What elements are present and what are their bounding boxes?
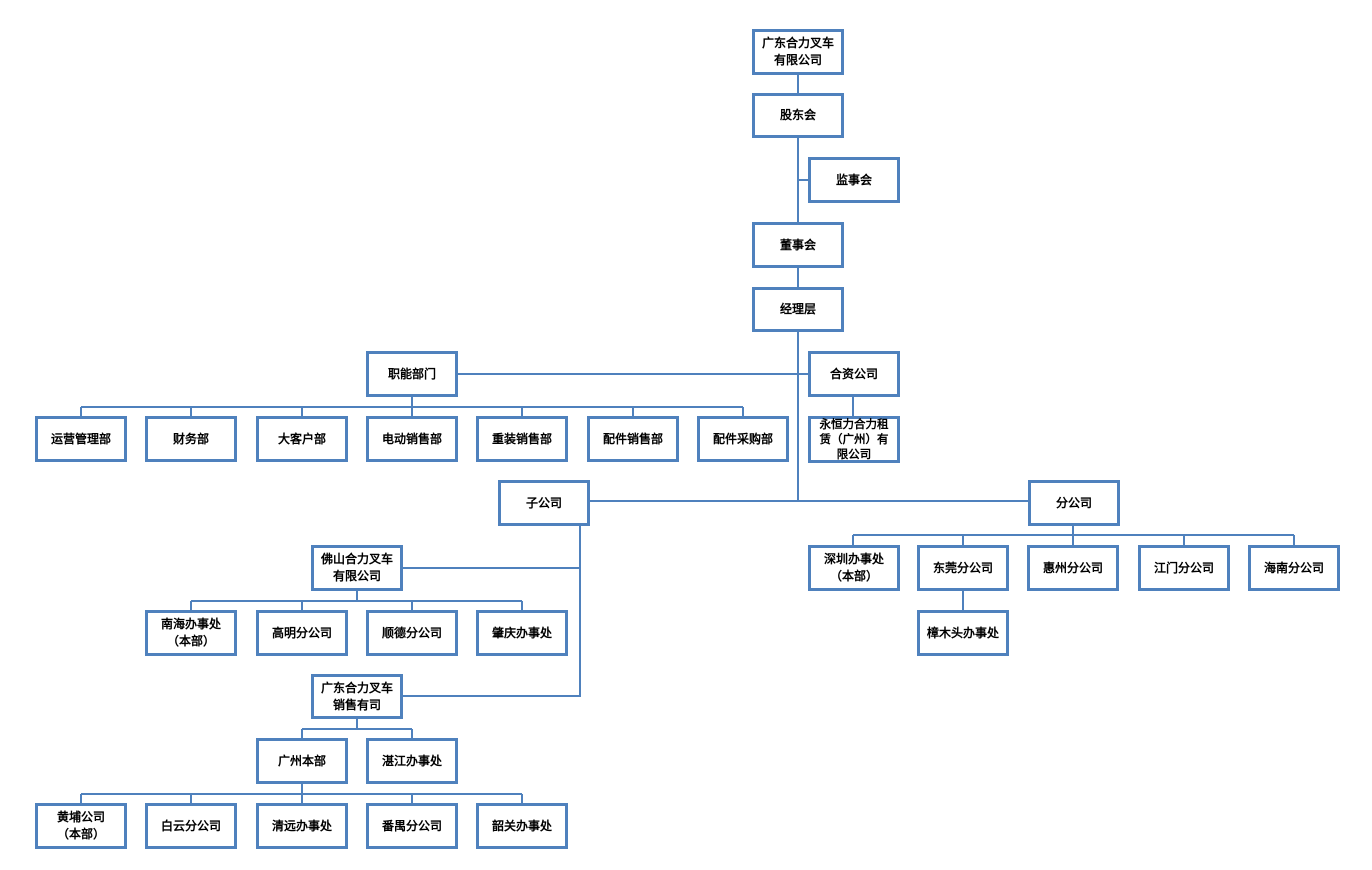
node-label: 合资公司 [829,366,878,381]
node-shenzhen-office: 深圳办事处 （本部） [808,545,900,591]
node-label: 监事会 [835,172,872,187]
node-label: 清远办事处 [271,818,332,833]
node-foshan-company: 佛山合力叉车 有限公司 [311,545,403,591]
node-label: 运营管理部 [50,431,111,446]
node-label: 樟木头办事处 [926,625,999,640]
node-label: 重装销售部 [491,431,552,446]
node-label: 子公司 [525,495,562,510]
node-board-of-directors: 董事会 [752,222,844,268]
node-joint-venture: 合资公司 [808,351,900,397]
node-label: 番禺分公司 [381,818,442,833]
node-label: 黄埔公司 （本部） [56,810,105,841]
node-label: 永恒力合力租 赁（广州）有 限公司 [819,417,889,461]
node-branches: 分公司 [1028,480,1120,526]
node-dongguan-branch: 东莞分公司 [917,545,1009,591]
node-shareholders-meeting: 股东会 [752,93,844,138]
node-label: 南海办事处 （本部） [160,617,221,648]
node-label: 职能部门 [387,366,436,381]
node-label: 深圳办事处 （本部） [823,552,884,583]
node-label: 配件采购部 [712,431,773,446]
node-label: 佛山合力叉车 有限公司 [320,552,393,583]
node-label: 分公司 [1055,495,1092,510]
node-root-company: 广东合力叉车 有限公司 [752,29,844,75]
node-huizhou-branch: 惠州分公司 [1027,545,1119,591]
node-shaoguan-office: 韶关办事处 [476,803,568,849]
node-gaoming-branch: 高明分公司 [256,610,348,656]
node-guangzhou-hq: 广州本部 [256,738,348,784]
node-dept-heavy-sales: 重装销售部 [476,416,568,462]
node-label: 惠州分公司 [1042,560,1103,575]
node-label: 广州本部 [277,753,326,768]
node-dept-key-account: 大客户部 [256,416,348,462]
node-dept-electric-sales: 电动销售部 [366,416,458,462]
node-label: 韶关办事处 [491,818,552,833]
node-label: 海南分公司 [1263,560,1324,575]
node-zhaoqing-office: 肇庆办事处 [476,610,568,656]
node-label: 配件销售部 [602,431,663,446]
node-label: 财务部 [172,431,209,446]
node-label: 湛江办事处 [381,753,442,768]
node-label: 广东合力叉车 有限公司 [761,36,834,67]
node-dept-parts-purchase: 配件采购部 [697,416,789,462]
node-label: 广东合力叉车 销售有司 [320,680,393,712]
node-jiangmen-branch: 江门分公司 [1138,545,1230,591]
node-functional-departments: 职能部门 [366,351,458,397]
node-label: 白云分公司 [160,818,221,833]
node-label: 股东会 [779,108,816,122]
node-label: 肇庆办事处 [491,625,552,640]
node-supervisory-board: 监事会 [808,157,900,203]
node-dept-finance: 财务部 [145,416,237,462]
node-dept-parts-sales: 配件销售部 [587,416,679,462]
node-management: 经理层 [752,287,844,332]
node-label: 电动销售部 [381,431,442,446]
node-yongheng-leasing: 永恒力合力租 赁（广州）有 限公司 [808,416,900,463]
node-label: 大客户部 [277,431,326,446]
node-zhangmutou-office: 樟木头办事处 [917,610,1009,656]
node-guangdong-sales-company: 广东合力叉车 销售有司 [311,674,403,719]
node-qingyuan-office: 清远办事处 [256,803,348,849]
node-nanhai-office: 南海办事处 （本部） [145,610,237,656]
node-label: 高明分公司 [271,625,332,640]
node-shunde-branch: 顺德分公司 [366,610,458,656]
node-baiyun-branch: 白云分公司 [145,803,237,849]
node-subsidiaries: 子公司 [498,480,590,526]
node-label: 顺德分公司 [381,625,442,640]
node-label: 经理层 [779,302,816,316]
node-label: 董事会 [779,237,816,252]
node-label: 江门分公司 [1153,560,1214,575]
node-dept-operations: 运营管理部 [35,416,127,462]
node-zhanjiang-office: 湛江办事处 [366,738,458,784]
node-label: 东莞分公司 [932,560,993,575]
node-hainan-branch: 海南分公司 [1248,545,1340,591]
node-huangpu-company: 黄埔公司 （本部） [35,803,127,849]
node-panyu-branch: 番禺分公司 [366,803,458,849]
